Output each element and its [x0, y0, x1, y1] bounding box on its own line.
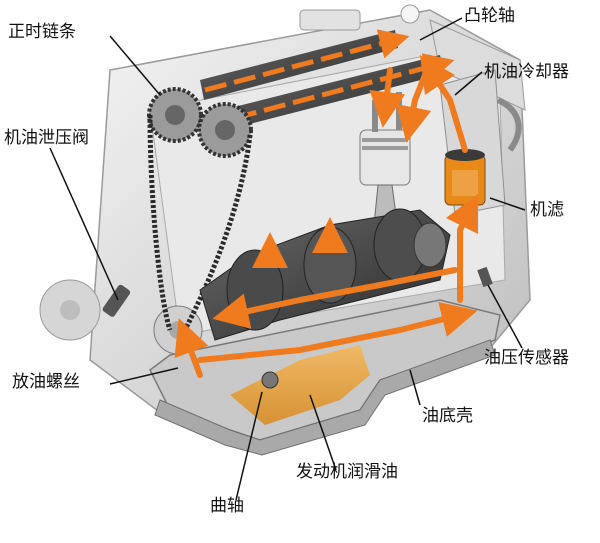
leader-timing-chain: [109, 35, 161, 96]
leader-crankshaft: [235, 391, 263, 501]
label-crankshaft: 曲轴: [210, 496, 244, 516]
oil-pan: [149, 299, 501, 456]
leader-drain-plug: [109, 367, 179, 385]
label-oil-cooler: 机油冷却器: [484, 62, 569, 82]
relief-valve-part: [102, 284, 131, 317]
leader-oil-pan: [409, 369, 421, 406]
timing-chain: [147, 114, 253, 332]
label-timing-chain: 正时链条: [8, 22, 76, 42]
leader-relief-valve: [49, 147, 119, 301]
leader-lines: [49, 17, 526, 501]
label-pressure-sensor: 油压传感器: [484, 348, 569, 368]
cam-sprockets: [147, 87, 253, 158]
leader-engine-oil: [309, 394, 337, 471]
label-oil-filter: 机滤: [530, 200, 564, 220]
oil-flow-arrows: [174, 55, 479, 378]
label-drain-plug: 放油螺丝: [12, 372, 80, 392]
label-oil-pan: 油底壳: [422, 406, 473, 426]
label-camshaft: 凸轮轴: [464, 6, 515, 26]
leader-camshaft: [419, 17, 463, 41]
oil-filter: [444, 149, 486, 206]
leader-pressure-sensor: [487, 284, 523, 349]
leader-oil-cooler: [454, 71, 483, 96]
drain-plug-part: [261, 371, 279, 389]
label-relief-valve: 机油泄压阀: [4, 128, 89, 148]
pressure-sensor-part: [477, 266, 493, 288]
leader-oil-filter: [489, 197, 526, 211]
engine-oil-pool: [230, 345, 370, 425]
label-engine-oil: 发动机润滑油: [296, 462, 398, 482]
